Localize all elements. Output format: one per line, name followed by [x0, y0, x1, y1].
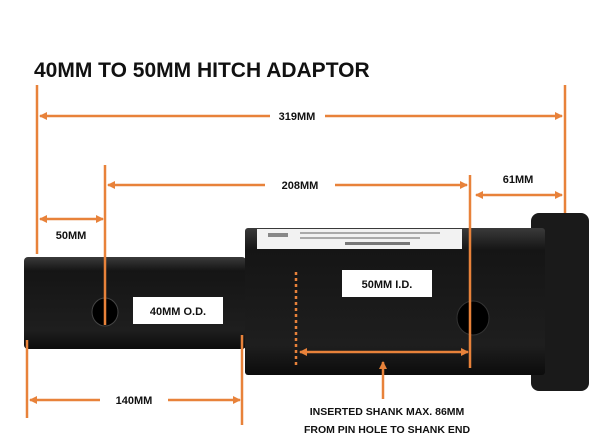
hitch-adaptor-product [24, 213, 589, 391]
dimension-collar: 61MM [503, 174, 534, 186]
outer-diameter-label: 40MM O.D. [150, 306, 206, 318]
shank-note-line2: FROM PIN HOLE TO SHANK END [304, 424, 470, 436]
page-title: 40MM TO 50MM HITCH ADAPTOR [34, 59, 370, 82]
sticker-logo [268, 233, 288, 237]
receiver-collar [531, 213, 589, 391]
inner-diameter-label-box [342, 270, 432, 297]
sticker-barcode [345, 242, 410, 245]
sticker-text-line [300, 232, 440, 234]
dimension-lines [25, 85, 567, 425]
dimension-shank-length: 140MM [116, 395, 153, 407]
dimension-overall: 319MM [279, 111, 316, 123]
sticker-text-line [300, 237, 420, 239]
inner-diameter-label: 50MM I.D. [362, 279, 413, 291]
dimension-pin-from-end: 50MM [56, 230, 87, 242]
dimension-pin-to-pin: 208MM [282, 180, 319, 192]
pin-hole-right [456, 300, 490, 336]
shank-note-line1: INSERTED SHANK MAX. 86MM [310, 406, 465, 418]
outer-diameter-label-box [133, 297, 223, 324]
